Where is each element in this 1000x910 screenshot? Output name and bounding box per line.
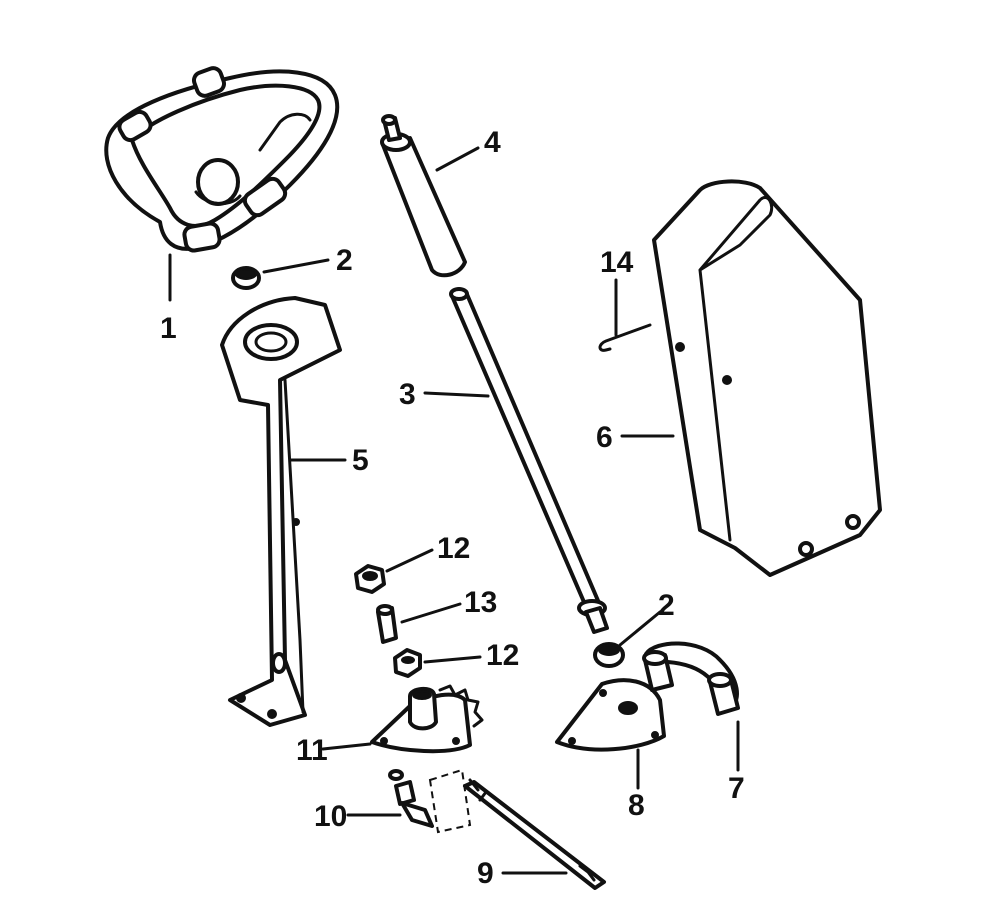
bushing-lower (593, 642, 625, 668)
callout-12-lower: 12 (486, 639, 519, 672)
nut-upper (354, 564, 386, 594)
pin (598, 323, 652, 352)
steering-shaft (449, 287, 609, 634)
callout-5: 5 (352, 444, 369, 477)
callout-2-lower: 2 (658, 589, 675, 622)
bushing-upper (231, 266, 261, 290)
steering-wheel (104, 66, 340, 253)
upper-shaft-tube (380, 114, 467, 278)
callout-10: 10 (314, 800, 347, 833)
callout-6: 6 (596, 421, 613, 454)
callout-1: 1 (160, 312, 177, 345)
threaded-rod (463, 778, 606, 890)
callout-11: 11 (296, 734, 328, 767)
callout-2-upper: 2 (336, 244, 353, 277)
callout-3: 3 (399, 378, 416, 411)
fitting (388, 768, 472, 834)
callout-labels: 1 2 3 4 5 6 7 8 9 10 11 12 12 13 2 14 (160, 126, 745, 890)
gear-plate (370, 684, 484, 754)
callout-8: 8 (628, 789, 645, 822)
callout-14: 14 (600, 246, 634, 279)
callout-4: 4 (484, 126, 501, 159)
nut-lower (393, 648, 422, 678)
callout-7: 7 (728, 772, 745, 805)
leader-lines (168, 146, 740, 875)
callout-13: 13 (464, 586, 497, 619)
spacer (376, 604, 398, 644)
support-bracket (220, 296, 342, 727)
u-bracket (642, 641, 740, 716)
callout-12-upper: 12 (437, 532, 470, 565)
mounting-plate (555, 678, 666, 752)
callout-9: 9 (477, 857, 494, 890)
cover-shroud (652, 179, 882, 577)
